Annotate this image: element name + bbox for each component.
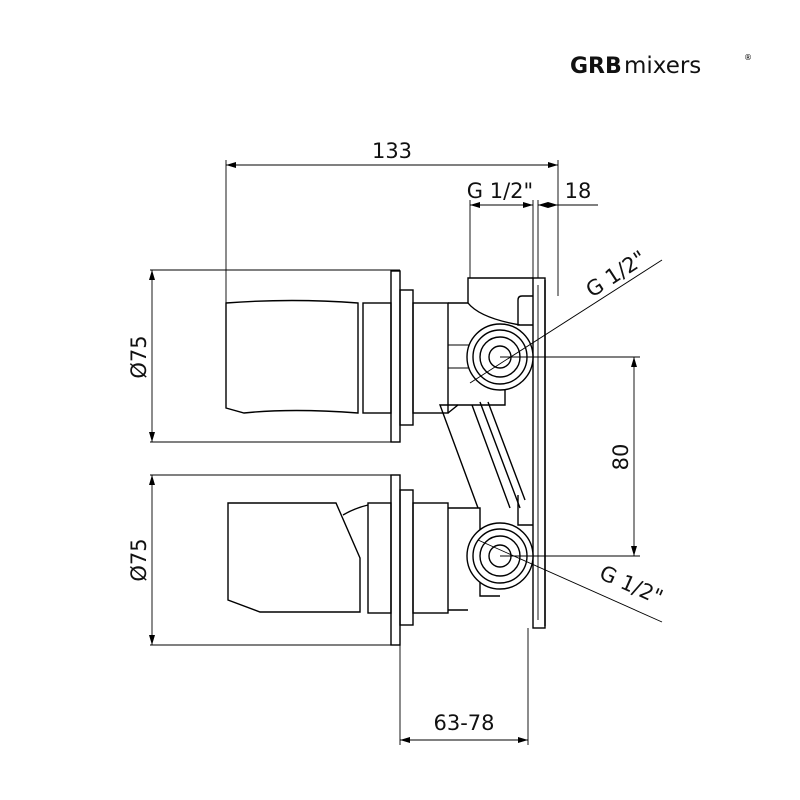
logo-bold-text: GRB (570, 54, 622, 79)
dimension-lines (149, 160, 663, 745)
dim-knob-diameter-bottom: Ø75 (127, 538, 151, 581)
connector-pipe (438, 401, 526, 509)
logo-light-text: mixers (624, 53, 701, 79)
logo-registered-mark: ® (744, 53, 752, 62)
dim-inlet-thread: G 1/2" (467, 179, 533, 203)
dim-outlet-thread-bottom: G 1/2" (596, 561, 666, 610)
wall-plate (532, 277, 546, 629)
brand-logo: GRB mixers ® (570, 53, 752, 79)
dim-knob-diameter-top: Ø75 (127, 335, 151, 378)
dim-plate-thickness: 18 (565, 179, 592, 203)
top-handle (225, 270, 533, 443)
dim-wall-depth-range: 63-78 (433, 711, 494, 735)
dim-overall-depth: 133 (372, 139, 412, 163)
dim-outlet-spacing: 80 (609, 444, 633, 471)
